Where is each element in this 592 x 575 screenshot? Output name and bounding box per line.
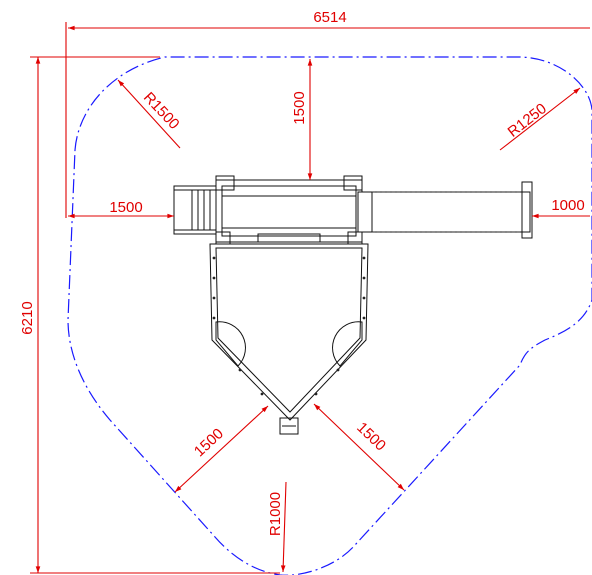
ladder [173,185,217,235]
left-clearance-label: 1500 [109,199,142,216]
dimension-top-clearance: 1500 [291,58,313,180]
dimension-overall-height: 6210 [19,56,280,574]
play-structure [173,175,533,435]
lower-left-clearance-label: 1500 [191,425,227,460]
dimension-left-clearance: 1500 [68,199,174,219]
dimension-right-clearance: 1000 [532,197,590,219]
radius-bottom: R1000 [267,481,287,573]
deck-frame [215,179,363,243]
safety-zone-outline [67,56,592,575]
lower-right-clearance-label: 1500 [353,419,389,454]
radius-top-right: R1250 [499,87,581,151]
dimension-overall-width: 6514 [65,9,590,218]
dimension-lower-left-clearance: 1500 [174,405,269,493]
top-clearance-label: 1500 [291,91,308,124]
overall-height-label: 6210 [19,301,36,334]
radius-top-left: R1500 [117,79,183,149]
tower [209,243,369,435]
bolt-dots [212,256,366,396]
overall-width-label: 6514 [313,9,346,26]
bridge [357,181,533,239]
radius-bottom-label: R1000 [267,492,284,536]
radius-top-right-label: R1250 [505,100,550,141]
right-clearance-label: 1000 [551,197,584,214]
dimension-lower-right-clearance: 1500 [313,403,405,491]
